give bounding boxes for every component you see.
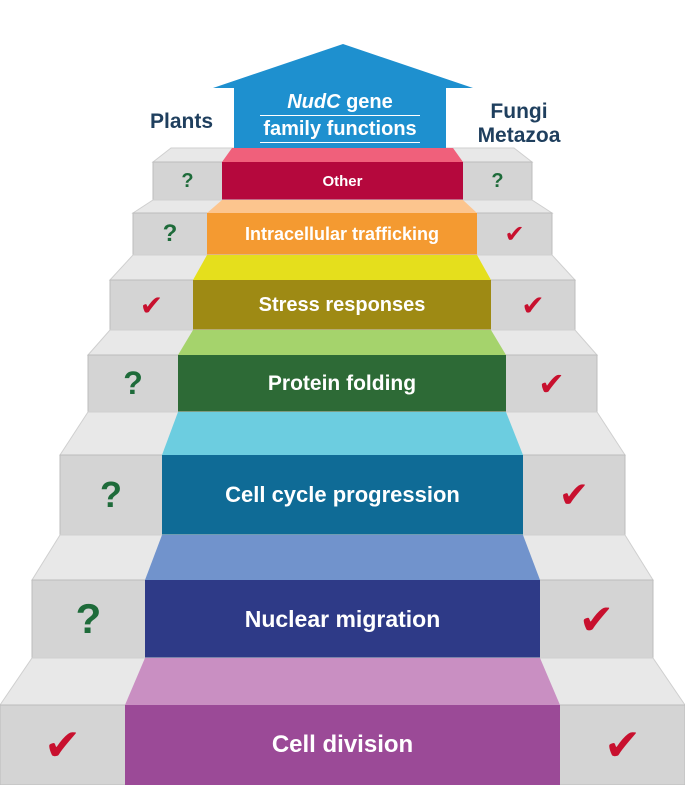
check-icon: ✔ <box>538 365 565 402</box>
carpet-top <box>145 535 540 580</box>
step-label: Protein folding <box>267 371 417 395</box>
title-divider <box>260 142 420 143</box>
step-label: Nuclear migration <box>244 605 441 632</box>
carpet-front <box>222 162 463 200</box>
fungi-label: Fungi <box>490 100 548 123</box>
carpet-top <box>162 412 523 455</box>
check-icon: ✔ <box>558 474 590 515</box>
carpet-front <box>178 355 506 412</box>
step-label: Other <box>322 172 363 190</box>
check-icon: ✔ <box>604 720 641 770</box>
step-label: Stress responses <box>258 293 426 316</box>
check-icon: ✔ <box>521 289 545 321</box>
carpet-front <box>193 280 491 330</box>
question-icon: ? <box>123 365 143 401</box>
carpet-front <box>145 580 540 658</box>
top-arrow <box>213 44 473 148</box>
title-gene-name: NudC <box>287 91 341 113</box>
arrow-head <box>213 44 473 88</box>
question-icon: ? <box>162 220 178 247</box>
carpet-top <box>178 330 506 355</box>
step-label: Cell division <box>271 731 414 758</box>
carpet-top <box>222 148 463 162</box>
step-label: Cell cycle progression <box>225 482 460 507</box>
carpet-top <box>193 255 491 280</box>
carpet-front <box>125 705 560 785</box>
question-icon: ? <box>75 595 102 642</box>
question-icon: ? <box>181 169 194 192</box>
diagram-title: NudC gene family functions <box>235 88 445 148</box>
check-icon: ✔ <box>139 289 164 321</box>
plants-label: Plants <box>150 110 214 133</box>
title-divider <box>260 115 420 116</box>
arrow-body <box>234 87 446 148</box>
carpet-top <box>207 200 477 213</box>
check-icon: ✔ <box>578 595 615 643</box>
title-line-2: family functions <box>263 118 417 140</box>
title-line-1: NudC gene <box>287 91 393 113</box>
fungi-metazoa-label: Fungi Metazoa <box>474 100 564 148</box>
check-icon: ✔ <box>504 220 525 248</box>
step-label: Intracellular trafficking <box>244 223 440 244</box>
carpet-front <box>162 455 523 535</box>
metazoa-label: Metazoa <box>477 124 561 147</box>
title-line-1-rest: gene <box>340 91 393 113</box>
carpet-top <box>125 658 560 705</box>
carpet-front <box>207 213 477 255</box>
question-icon: ? <box>100 474 122 515</box>
check-icon: ✔ <box>44 720 81 770</box>
question-icon: ? <box>491 169 504 192</box>
